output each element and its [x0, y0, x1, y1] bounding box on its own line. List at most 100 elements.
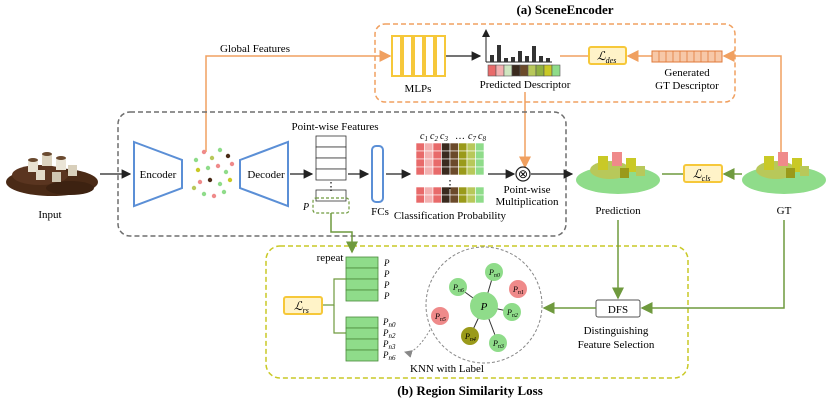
probability-cell	[458, 194, 468, 204]
probability-cell	[449, 142, 459, 152]
loss-rs-symbol: ℒ	[294, 299, 303, 313]
probability-cell	[432, 194, 442, 204]
probability-cell	[449, 194, 459, 204]
loss-rs-subscript: rs	[303, 306, 309, 315]
knn-neighbor-label: Pn4	[464, 332, 476, 343]
probability-cell	[458, 166, 468, 176]
probability-cell	[441, 142, 451, 152]
knn-neighbor-node	[503, 303, 521, 321]
svg-text:Pn6: Pn6	[382, 350, 396, 362]
knn-neighbor-node	[461, 327, 479, 345]
svg-text:c8: c8	[478, 131, 486, 143]
probability-cell	[441, 150, 451, 160]
probability-cell	[441, 158, 451, 168]
knn-neighbor-label: Pn3	[492, 339, 504, 350]
global-features-arrow	[205, 50, 392, 152]
grid-ellipsis: ⋮	[445, 179, 456, 191]
loss-rs-box	[283, 296, 323, 315]
point-p-label: P	[302, 202, 309, 213]
neighbor-stack	[345, 316, 379, 362]
loss-cls-symbol: ℒ	[693, 167, 702, 181]
mlps-block	[391, 35, 446, 77]
region-similarity-box	[265, 245, 689, 379]
decoder-label: Decoder	[247, 169, 285, 181]
global-feature-dots	[191, 147, 235, 199]
scene-encoder-title: (a) SceneEncoder	[516, 2, 613, 17]
svg-text:c7: c7	[468, 131, 476, 143]
dfs-label: DFS	[608, 304, 628, 316]
prediction-point-cloud	[576, 152, 660, 194]
class-header-c3: c	[440, 131, 445, 142]
probability-cell	[475, 150, 485, 160]
fc-label: FCs	[371, 206, 389, 218]
knn-neighbor-node	[509, 280, 527, 298]
gt-point-cloud	[742, 152, 826, 194]
prediction-label: Prediction	[595, 205, 641, 217]
predicted-descriptor-strip	[487, 64, 561, 77]
probability-cell	[432, 186, 442, 196]
descriptor-histogram	[482, 29, 552, 63]
probability-cell	[449, 150, 459, 160]
loss-des-symbol: ℒ	[597, 49, 606, 63]
decoder-block	[239, 140, 289, 208]
probability-cell	[432, 142, 442, 152]
multiplication-symbol	[515, 166, 531, 182]
pointwise-mult-label-line1: Point-wise	[503, 184, 550, 196]
repeat-row-4: P	[383, 291, 390, 301]
probability-cell	[424, 186, 434, 196]
repeat-row-1: P	[383, 258, 390, 268]
generated-gt-label-line1: Generated	[664, 67, 710, 79]
probability-cell	[449, 158, 459, 168]
dfs-caption-line1: Distinguishing	[584, 325, 649, 337]
classification-probability-label: Classification Probability	[394, 210, 507, 222]
probability-cell	[466, 142, 476, 152]
svg-text:ℒrs: ℒrs	[294, 299, 309, 315]
probability-cell	[432, 150, 442, 160]
region-similarity-title: (b) Region Similarity Loss	[397, 383, 543, 398]
probability-cell	[466, 158, 476, 168]
neighbors-to-lrs-line	[333, 305, 346, 334]
input-label: Input	[38, 209, 61, 221]
svg-text:ℒdes: ℒdes	[597, 49, 616, 65]
svg-text:c2: c2	[430, 131, 438, 143]
probability-cell	[441, 194, 451, 204]
svg-text:Pn3: Pn3	[382, 339, 396, 351]
probability-cell	[466, 194, 476, 204]
knn-label: KNN with Label	[410, 363, 484, 375]
probability-cell	[458, 186, 468, 196]
probability-cell	[415, 150, 425, 160]
knn-neighbor-node	[449, 278, 467, 296]
probability-cell	[475, 166, 485, 176]
encoder-label: Encoder	[140, 169, 177, 181]
fc-block	[371, 145, 384, 203]
svg-text:Pn0: Pn0	[382, 317, 396, 329]
repeat-to-lrs-line	[323, 278, 346, 306]
neighbor-row-2: P	[382, 328, 389, 338]
probability-cell	[475, 142, 485, 152]
knn-neighbor-node	[431, 307, 449, 325]
generated-gt-label-line2: GT Descriptor	[655, 80, 719, 92]
neighbor-row-3: P	[382, 339, 389, 349]
probability-cell	[432, 166, 442, 176]
classification-probability-grid	[415, 142, 485, 204]
probability-cell	[415, 166, 425, 176]
probability-cell	[415, 186, 425, 196]
knn-to-neighbors-arrow	[404, 329, 431, 358]
p-to-repeat-arrow	[330, 213, 358, 254]
knn-neighbor-node	[489, 334, 507, 352]
repeat-row-3: P	[383, 280, 390, 290]
probability-cell	[449, 166, 459, 176]
probability-cell	[415, 194, 425, 204]
knn-neighbor-label: Pn6	[452, 283, 464, 294]
knn-neighbor-label: Pn1	[512, 285, 524, 296]
probability-cell	[466, 166, 476, 176]
encoder-block	[133, 140, 183, 208]
global-features-label: Global Features	[220, 43, 290, 55]
gt-label: GT	[777, 205, 792, 217]
probability-cell	[432, 158, 442, 168]
neighbor-row-1: P	[382, 317, 389, 327]
loss-des-subscript: des	[606, 56, 617, 65]
knn-center-node	[470, 292, 498, 320]
